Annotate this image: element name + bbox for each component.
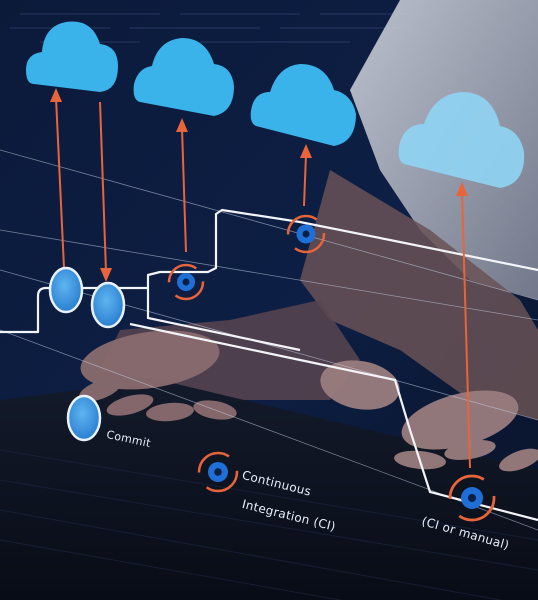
cloud-icon (250, 64, 356, 146)
commit-node (48, 266, 84, 314)
cloud-icon (133, 38, 234, 116)
right-hand (320, 360, 538, 472)
keyboard-keys (0, 449, 538, 600)
gear-cycle-icon (448, 474, 496, 522)
gear-cycle-icon (197, 451, 239, 493)
laptop-keyboard (0, 380, 538, 600)
cloud-icon (26, 21, 118, 92)
pipeline-line (0, 208, 538, 334)
arrows (50, 88, 471, 469)
forearm-right (300, 170, 538, 420)
background-code-lines (10, 13, 430, 43)
commit-node (90, 281, 126, 329)
gear-cycle-icon (167, 263, 205, 301)
cloud-icon (398, 92, 525, 188)
pipeline-line-branch (146, 288, 301, 352)
gear-cycle-icon (286, 214, 326, 254)
pipeline-line-lower (129, 322, 538, 522)
commit-node-legend (66, 394, 102, 442)
